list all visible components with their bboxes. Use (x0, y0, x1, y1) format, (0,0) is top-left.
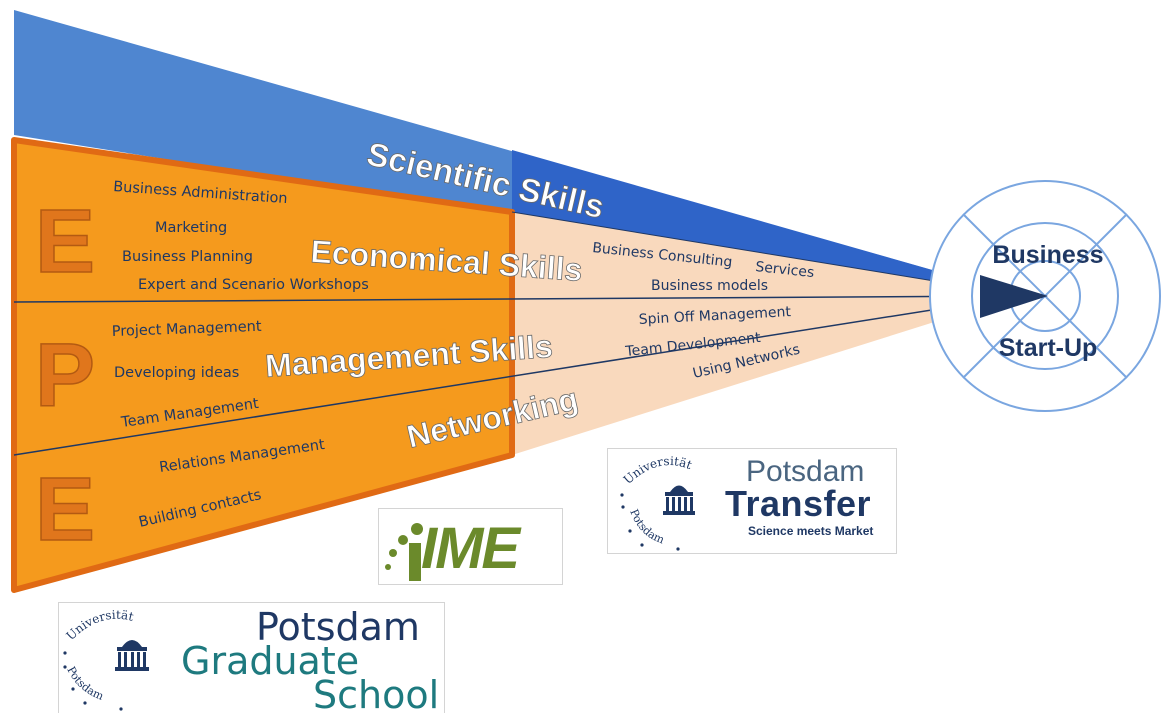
support-item-spin-off: Spin Off Management (638, 304, 791, 328)
economical-item: Business Planning (122, 249, 253, 265)
potsdam-graduate-school-logo: Universität Potsdam Potsdam Graduate Sch… (58, 602, 445, 713)
management-item: Developing ideas (114, 365, 239, 381)
graduate-logo-line2: Graduate (181, 639, 360, 683)
seal-bottom-text: Potsdam (627, 507, 667, 546)
transfer-logo-name: Transfer (725, 483, 872, 524)
support-band (512, 212, 1020, 455)
letter-e-networking: E (35, 460, 95, 560)
epe-block (11, 137, 515, 593)
seal-top-text: Universität (63, 608, 135, 643)
university-building-icon (115, 640, 149, 671)
university-seal-icon: Universität Potsdam (620, 454, 695, 551)
support-item-business-models: Business models (651, 278, 768, 294)
management-item: Project Management (112, 319, 263, 340)
scientific-band-dark (512, 150, 1020, 295)
ime-dots-icon (385, 523, 423, 581)
seal-bottom-text: Potsdam (64, 664, 106, 703)
university-seal-icon: Universität Potsdam (63, 608, 149, 711)
band-divider-1 (13, 295, 1021, 303)
economical-item: Marketing (155, 220, 227, 236)
target-line2: Start-Up (999, 334, 1098, 362)
ime-logo: IME (378, 508, 563, 585)
economical-item: Expert and Scenario Workshops (138, 277, 369, 293)
arrow-tip (980, 275, 1048, 318)
transfer-logo-title: Potsdam (746, 455, 865, 488)
potsdam-transfer-logo: Universität Potsdam Potsdam Transfer Sci… (607, 448, 897, 554)
band-divider-2 (13, 295, 1021, 456)
university-building-icon (663, 485, 695, 515)
target-line1: Business (992, 241, 1103, 269)
letter-p-management: P (35, 326, 95, 426)
ime-logo-name: IME (421, 516, 520, 581)
graduate-logo-line1: Potsdam (256, 605, 420, 649)
transfer-logo-tagline: Science meets Market (748, 524, 874, 538)
seal-top-text: Universität (621, 454, 694, 487)
letter-e-economical: E (35, 192, 95, 292)
graduate-logo-line3: School (313, 673, 440, 713)
support-item-services: Services (755, 259, 815, 281)
